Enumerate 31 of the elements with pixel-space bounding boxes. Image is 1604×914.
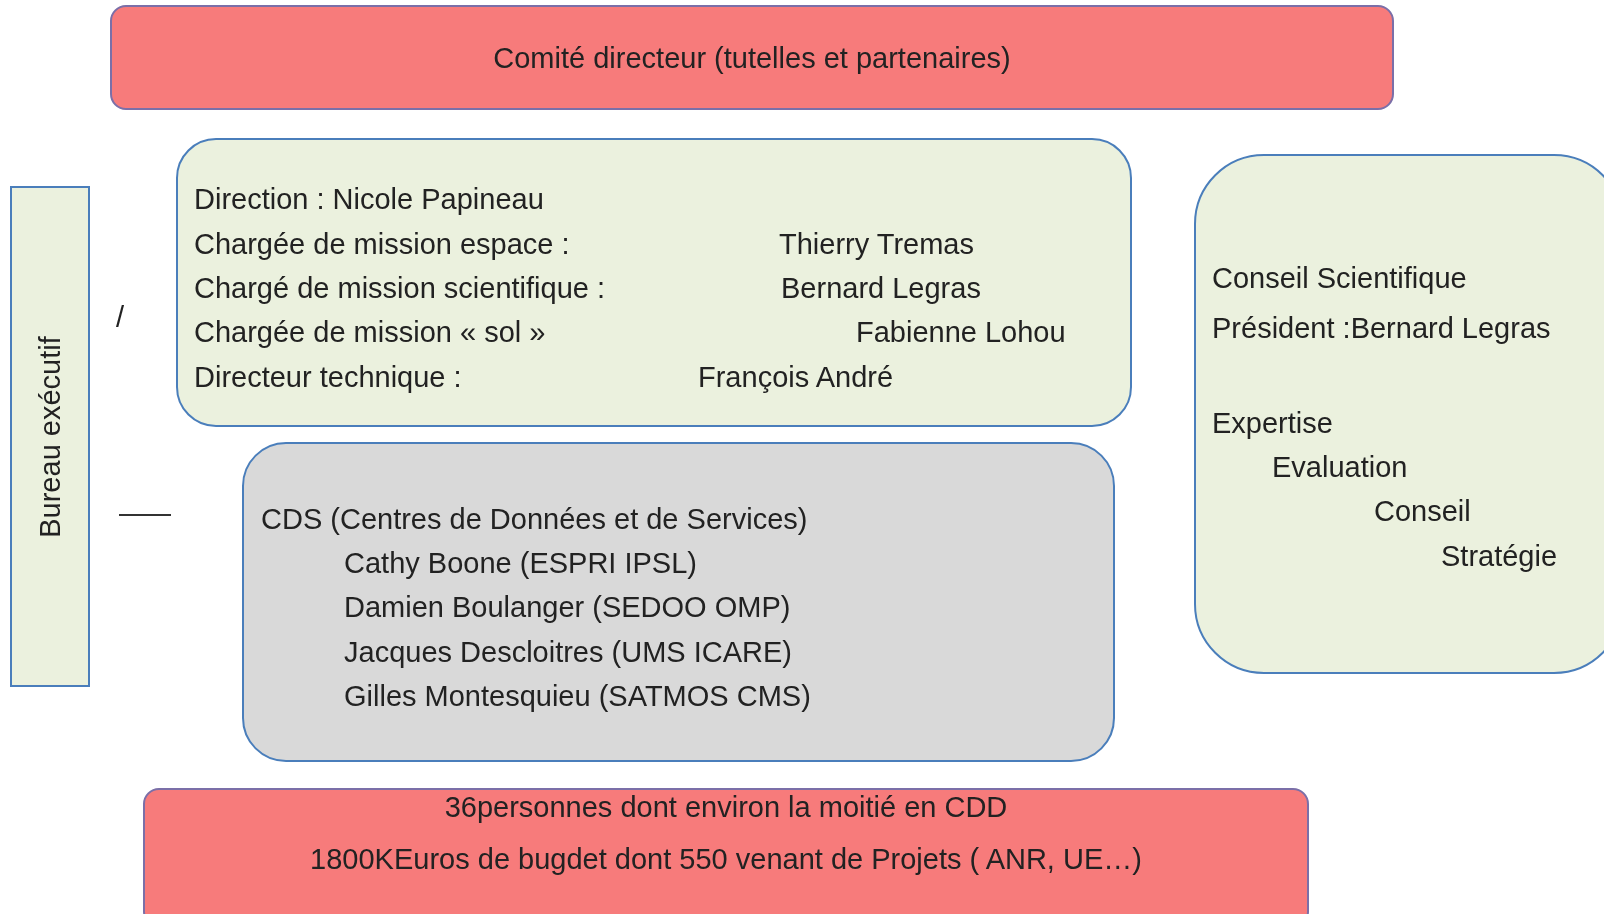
- center-text: Cathy Boone (ESPRI IPSL): [344, 546, 697, 580]
- data-centers-box: [242, 442, 1115, 762]
- council-text: Evaluation: [1272, 450, 1408, 484]
- staff-text: Bernard Legras: [781, 271, 981, 305]
- staff-text: Thierry Tremas: [779, 227, 974, 261]
- staff-text: Fabienne Lohou: [856, 315, 1066, 349]
- council-text: Stratégie: [1441, 539, 1558, 573]
- summary-text: 1800KEuros de bugdet dont 550 venant de Projets ( ANR, UE…): [310, 842, 1142, 876]
- staff-text: Chargé de mission scientifique :: [194, 271, 606, 305]
- summary-bar: [143, 788, 1309, 914]
- staff-text: Direction : Nicole Papineau: [194, 182, 544, 216]
- council-box: [1194, 154, 1604, 674]
- side-bar: [10, 186, 90, 687]
- heading-bar: [110, 5, 1394, 110]
- center-text: Jacques Descloitres (UMS ICARE): [344, 635, 792, 669]
- heading-text: Comité directeur (tutelles et partenaires): [493, 41, 1011, 75]
- center-text: Gilles Montesquieu (SATMOS CMS): [344, 679, 811, 713]
- staff-text: François André: [698, 360, 894, 394]
- center-text: Damien Boulanger (SEDOO OMP): [344, 590, 791, 624]
- council-text: Expertise: [1212, 406, 1333, 440]
- staff-text: Chargée de mission « sol »: [194, 315, 546, 349]
- slash-mark: /: [116, 300, 125, 334]
- vertical-label: Bureau exécutif: [33, 335, 67, 538]
- center-text: CDS (Centres de Données et de Services): [261, 502, 808, 536]
- staff-text: Chargée de mission espace :: [194, 227, 570, 261]
- council-text: Conseil: [1374, 494, 1471, 528]
- summary-text: 36personnes dont environ la moitié en CDD: [444, 790, 1008, 824]
- staff-text: Directeur technique :: [194, 360, 462, 394]
- council-text: Président :Bernard Legras: [1212, 311, 1551, 345]
- council-text: Conseil Scientifique: [1212, 261, 1467, 295]
- staff-box: [176, 138, 1132, 427]
